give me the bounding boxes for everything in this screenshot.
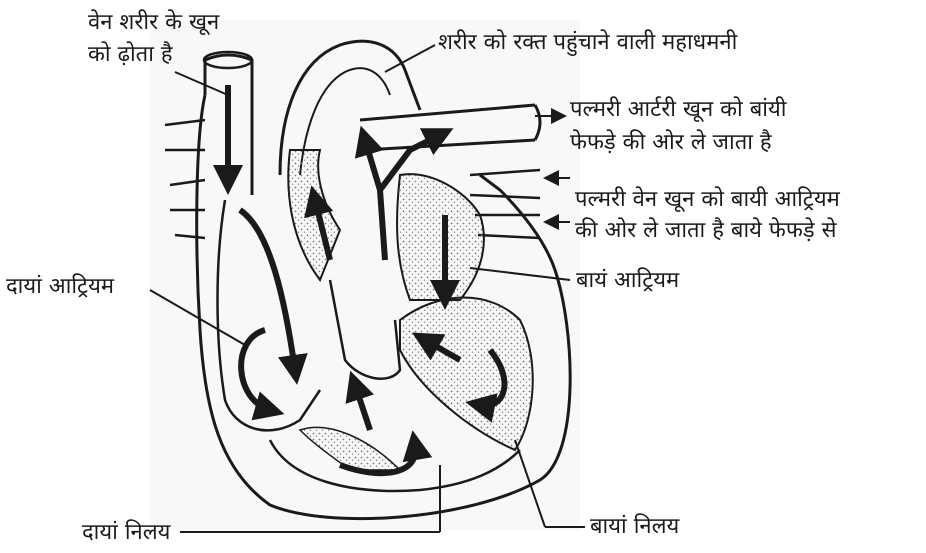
label-right-ventricle: दायां निलय (82, 518, 170, 548)
label-pulmonary-artery-line2: फेफड़े की ओर ले जाता है (570, 128, 772, 158)
label-right-atrium: दायां आट्रियम (6, 272, 114, 302)
label-left-ventricle: बायां निलय (590, 512, 679, 542)
label-left-atrium: बायं आट्रियम (576, 266, 679, 296)
label-pulmonary-artery: पल्मरी आर्टरी खून को बांयी (570, 95, 786, 125)
label-pulmonary-vein-line2: की ओर ले जाता है बाये फेफड़े से (575, 216, 837, 246)
label-vena-cava-line2: को ढ़ोता है (88, 40, 173, 70)
label-pulmonary-vein: पल्मरी वेन खून को बायी आट्रियम (575, 185, 840, 215)
label-vena-cava: वेन शरीर के खून (88, 8, 219, 38)
label-aorta: शरीर को रक्त पहुंचाने वाली महाधमनी (438, 28, 737, 58)
